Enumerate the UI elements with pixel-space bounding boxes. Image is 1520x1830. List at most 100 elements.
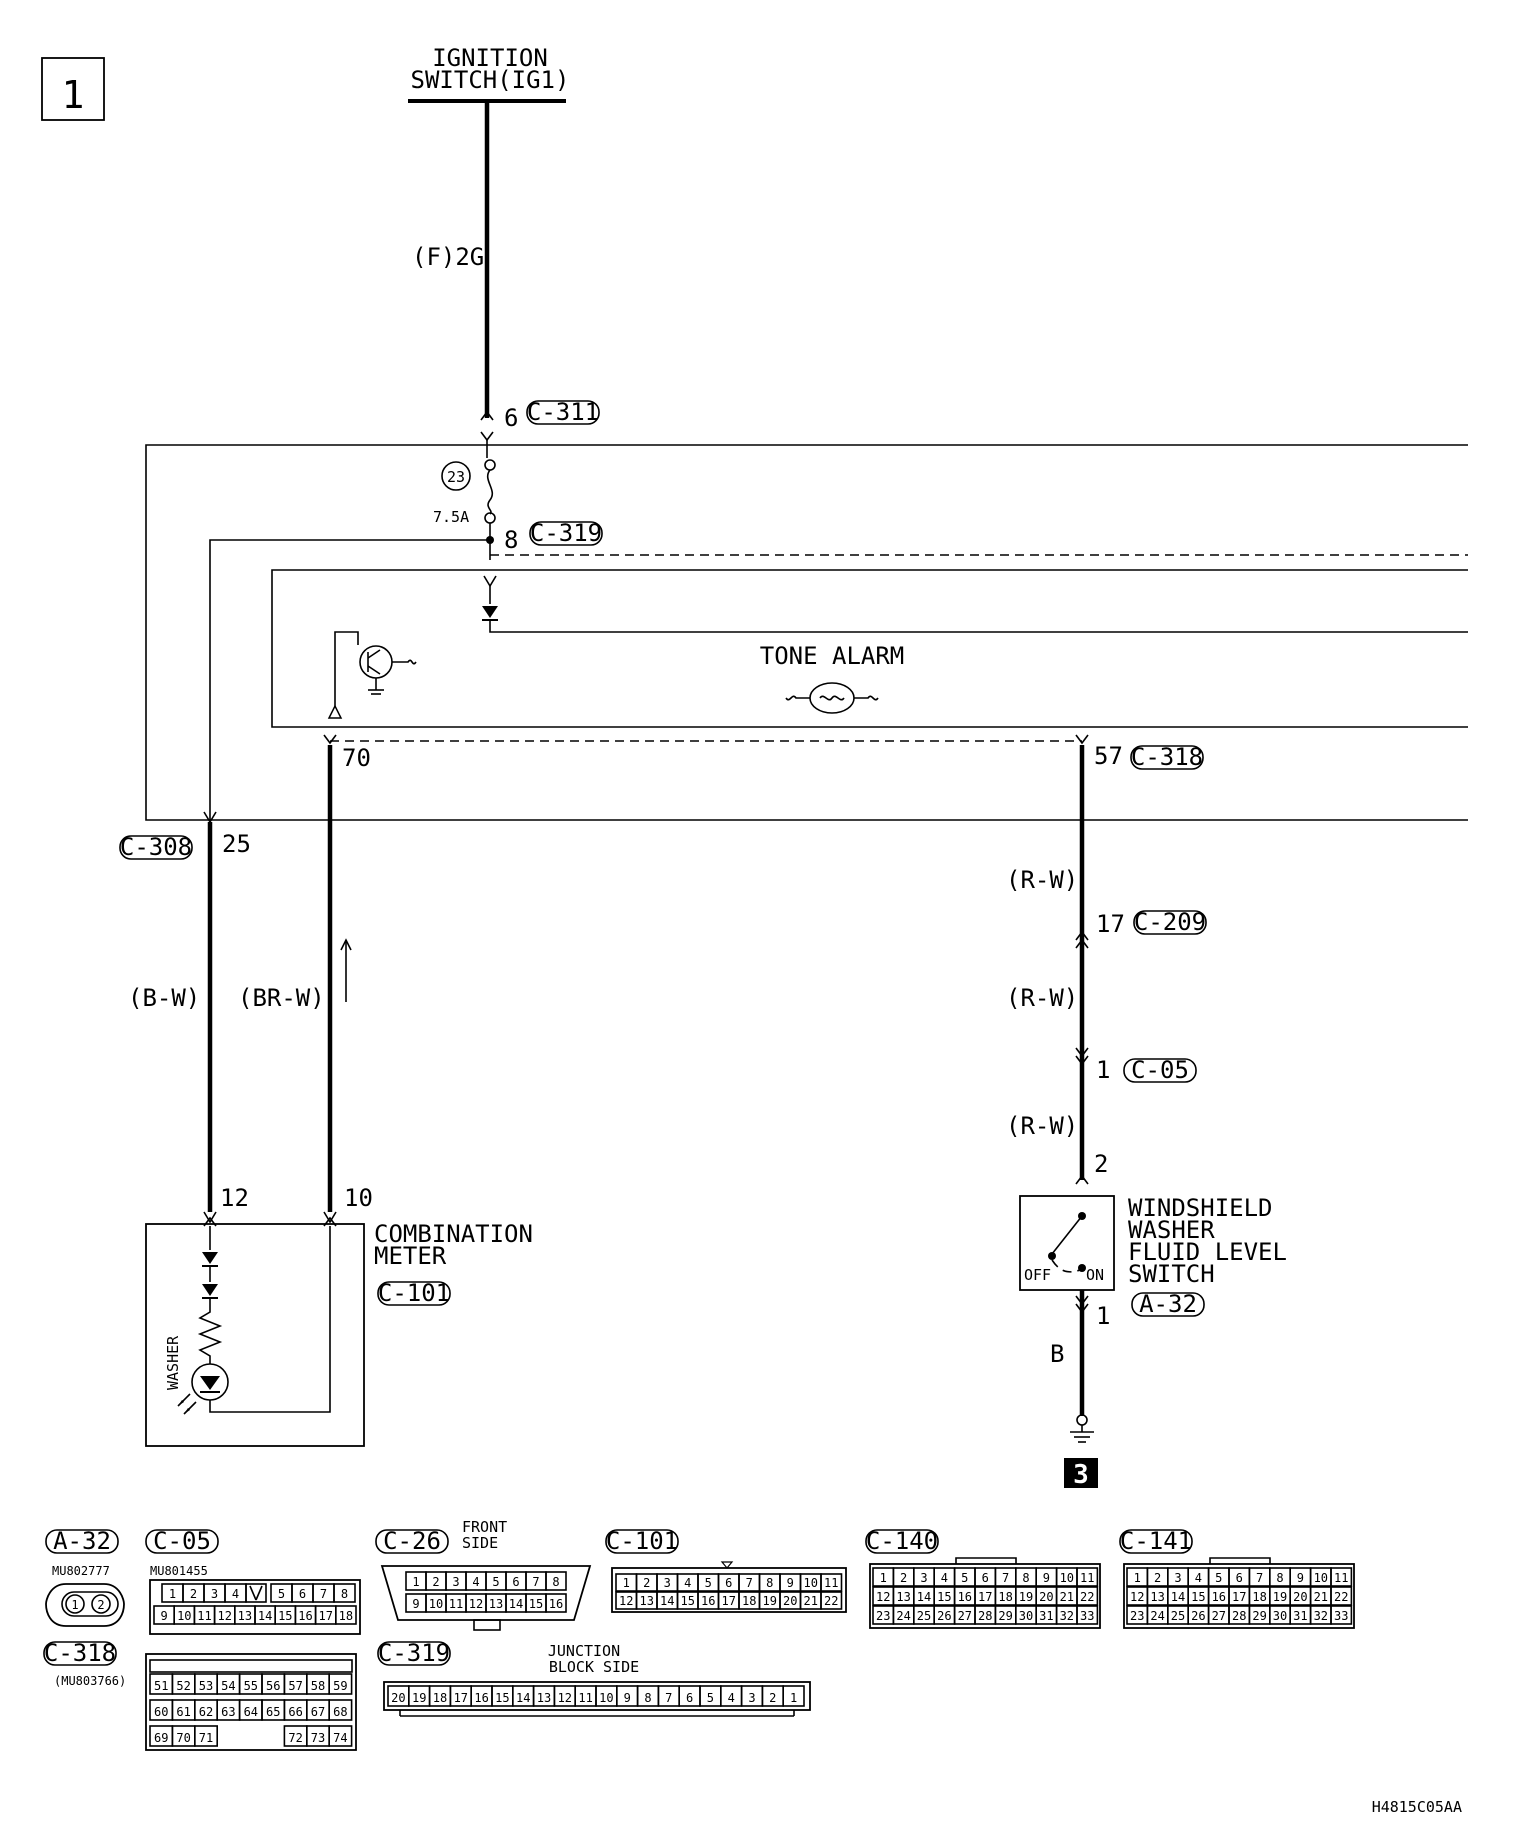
connector-pin-number: 61 [176, 1705, 190, 1719]
connector-pin-number: 3 [748, 1691, 755, 1705]
connector-pin-number: 18 [1252, 1590, 1266, 1604]
connector-cavity [782, 1685, 805, 1707]
connector-cavity [1330, 1605, 1353, 1625]
connector-pin-number: 57 [288, 1679, 302, 1693]
connector-pin-number: 2 [190, 1587, 197, 1601]
wire-to-c308 [209, 539, 490, 820]
connector-pin-number: 32 [1060, 1609, 1074, 1623]
connector-view-label-c101: C-101 [606, 1527, 678, 1555]
ground-marker-number: 3 [1073, 1460, 1089, 1490]
connector-pin-number: 1 [412, 1575, 419, 1589]
connector-pin-number: 7 [532, 1575, 539, 1589]
connector-pin-number: 17 [722, 1594, 736, 1608]
connector-pin-number: 23 [876, 1609, 890, 1623]
connector-pin-number: 5 [705, 1576, 712, 1590]
connector-pin-number: 6 [1236, 1571, 1243, 1585]
connector-pin-number: 22 [824, 1594, 838, 1608]
connector-pin-number: 11 [1334, 1571, 1348, 1585]
washer-switch-line3: FLUID LEVEL [1128, 1238, 1287, 1266]
connector-view-label-c141: C-141 [1120, 1527, 1192, 1555]
connector-pin-number: 67 [311, 1705, 325, 1719]
combination-meter: WASHER [145, 1223, 365, 1447]
connector-pin-number: 20 [783, 1594, 797, 1608]
connector-pin-number: 64 [244, 1705, 258, 1719]
connector-pin-number: 4 [232, 1587, 239, 1601]
connector-pin-number: 12 [619, 1594, 633, 1608]
connector-cavity [328, 1673, 353, 1695]
connector-pin-number: 29 [1252, 1609, 1266, 1623]
connector-pin-number: 29 [998, 1609, 1012, 1623]
connector-pin-number: 4 [472, 1575, 479, 1589]
connector-pin-number: 63 [221, 1705, 235, 1719]
combination-meter-line2: METER [374, 1242, 447, 1270]
page-marker: 1 [41, 57, 105, 121]
wire-code-switch-lower: (R-W) [1006, 1112, 1078, 1140]
connector-pin-number: 11 [197, 1609, 211, 1623]
connector-pin-number: 13 [1150, 1590, 1164, 1604]
connector-label-a32: A-32 [1139, 1290, 1197, 1318]
connector-pin-number: 25 [1171, 1609, 1185, 1623]
junction-block-outline [145, 444, 1468, 821]
connector-view-label-c140: C-140 [866, 1527, 938, 1555]
connector-pin-number: 13 [238, 1609, 252, 1623]
connector-pin-number: 12 [1130, 1590, 1144, 1604]
connector-pin-number: 1 [790, 1691, 797, 1705]
connector-pin-number: 15 [278, 1609, 292, 1623]
connector-view-label-c319: C-319 [378, 1639, 450, 1667]
connector-pin-number: 6 [982, 1571, 989, 1585]
tone-alarm-label: TONE ALARM [760, 642, 905, 670]
connector-pin-number: 13 [489, 1597, 503, 1611]
connector-pin-number: 6 [512, 1575, 519, 1589]
connector-pin-number: 5 [1215, 1571, 1222, 1585]
connector-pin-number: 73 [311, 1731, 325, 1745]
connector-view-label-c05: C-05 [153, 1527, 211, 1555]
connector-pin-number: 16 [1212, 1590, 1226, 1604]
connector-pin-c308: 25 [222, 830, 251, 858]
connector-pin-number: 6 [299, 1587, 306, 1601]
connector-view-part-c318: (MU803766) [54, 1674, 126, 1688]
connector-pin-number: 4 [1195, 1571, 1202, 1585]
connector-pin-number: 6 [725, 1576, 732, 1590]
connector-pin-number: 9 [1043, 1571, 1050, 1585]
connector-pin-number: 2 [769, 1691, 776, 1705]
connector-pin-c209: 17 [1096, 910, 1125, 938]
connector-pin-number: 7 [665, 1691, 672, 1705]
connector-cavity [820, 1591, 843, 1610]
connector-pin-number: 8 [341, 1587, 348, 1601]
connector-pin-c05: 1 [1096, 1056, 1110, 1084]
connector-view-part-c05: MU801455 [150, 1564, 208, 1578]
connector-view-label-c318: C-318 [44, 1639, 116, 1667]
connector-pin-number: 32 [1314, 1609, 1328, 1623]
pin-label-meter-12: 12 [220, 1184, 249, 1212]
wire-code-ignition-feed: (F)2G [412, 243, 484, 271]
connector-pin-number: 27 [1212, 1609, 1226, 1623]
connector-label-c319: C-319 [530, 519, 602, 547]
wire-code-switch-middle: (R-W) [1006, 984, 1078, 1012]
washer-fluid-level-switch: OFF ON [1019, 1195, 1115, 1291]
connector-pin-number: 1 [880, 1571, 887, 1585]
connector-pin-number: 13 [896, 1590, 910, 1604]
wire-code-ground: B [1050, 1340, 1064, 1368]
connector-label-c05: C-05 [1131, 1056, 1189, 1084]
connector-pin-number: 71 [199, 1731, 213, 1745]
connector-view-part-a32: MU802777 [52, 1564, 110, 1578]
connector-pin-a32: 1 [1096, 1302, 1110, 1330]
connector-pin-number: 56 [266, 1679, 280, 1693]
connector-pin-number: 3 [1174, 1571, 1181, 1585]
connector-pin-number: 21 [804, 1594, 818, 1608]
connector-pin-c318: 57 [1094, 742, 1123, 770]
connector-pin-number: 65 [266, 1705, 280, 1719]
connector-pin-number: 17 [318, 1609, 332, 1623]
connector-tag-c318: 57 C-318 [1094, 742, 1204, 771]
connector-pin-number: 18 [433, 1691, 447, 1705]
connector-pin-number: 11 [449, 1597, 463, 1611]
connector-pin-number: 10 [1060, 1571, 1074, 1585]
wire-code-switch-upper: (R-W) [1006, 866, 1078, 894]
connector-pin-number: 15 [681, 1594, 695, 1608]
connector-cavity [1076, 1586, 1099, 1606]
connector-pin-number: 69 [154, 1731, 168, 1745]
connector-pin-number: 12 [558, 1691, 572, 1705]
connector-cavity [328, 1699, 353, 1721]
